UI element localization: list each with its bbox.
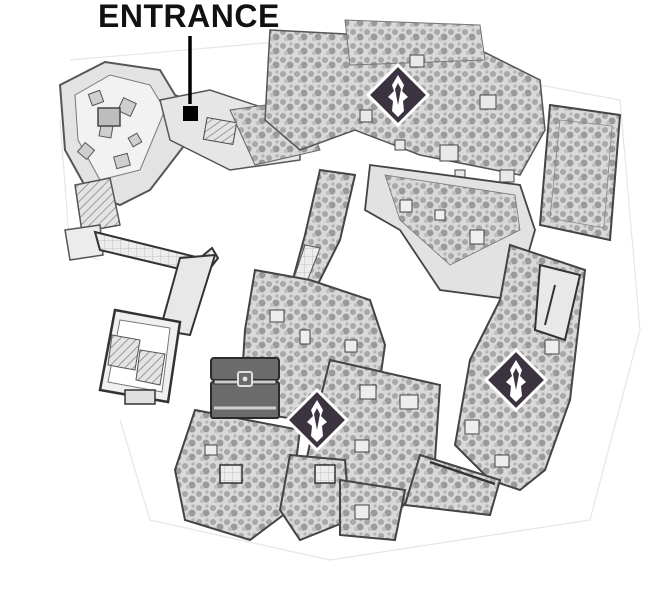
southwest-lower-room — [173, 408, 302, 542]
boss-marker-central[interactable] — [284, 387, 350, 453]
entrance-label: ENTRANCE — [98, 0, 280, 34]
west-wing — [58, 60, 201, 261]
southeast-strip — [403, 453, 502, 517]
entrance-pointer — [183, 36, 198, 121]
middle-plaza — [364, 163, 536, 301]
boss-marker-north[interactable] — [365, 62, 431, 128]
treasure-chest[interactable] — [210, 357, 280, 419]
west-corridor — [93, 230, 220, 405]
entrance-marker[interactable] — [183, 106, 198, 121]
south-lower-room — [278, 453, 407, 542]
boss-marker-east[interactable] — [483, 347, 549, 413]
northeast-room — [538, 103, 622, 242]
